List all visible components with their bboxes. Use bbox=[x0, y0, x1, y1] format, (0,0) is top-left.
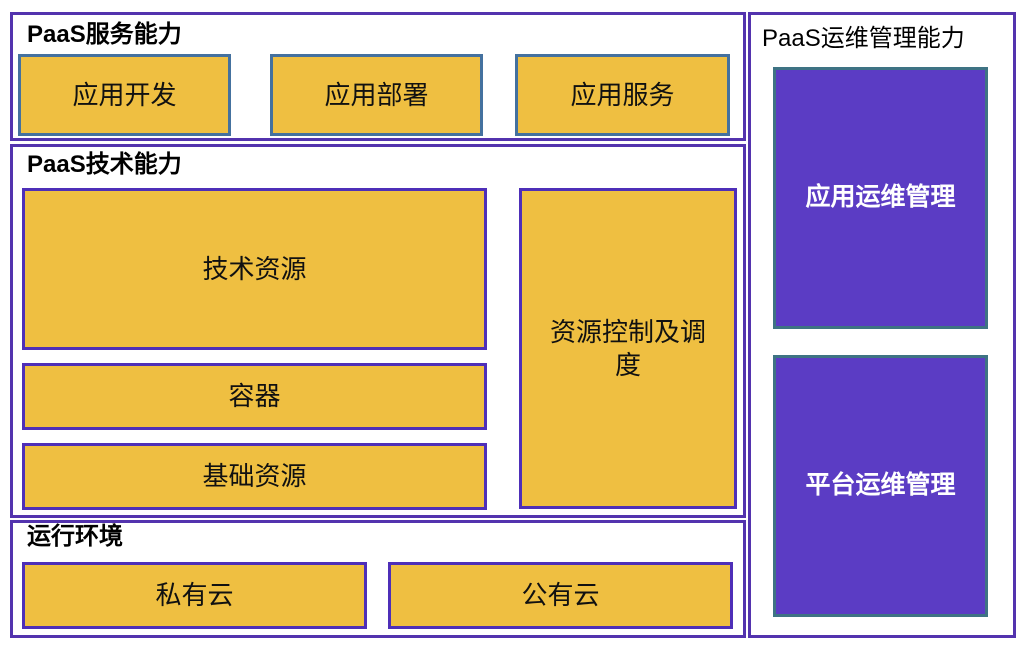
box-app-deployment: 应用部署 bbox=[270, 54, 483, 136]
section-title-paas-tech: PaaS技术能力 bbox=[27, 151, 182, 178]
box-tech-resource: 技术资源 bbox=[22, 188, 487, 350]
box-app-service: 应用服务 bbox=[515, 54, 730, 136]
box-private-cloud: 私有云 bbox=[22, 562, 367, 629]
box-container: 容器 bbox=[22, 363, 487, 430]
box-app-ops-management: 应用运维管理 bbox=[773, 67, 988, 329]
box-resource-control-scheduling: 资源控制及调度 bbox=[519, 188, 737, 509]
section-title-runtime: 运行环境 bbox=[27, 523, 123, 550]
box-base-resource: 基础资源 bbox=[22, 443, 487, 510]
section-title-paas-ops: PaaS运维管理能力 bbox=[762, 25, 965, 52]
box-public-cloud: 公有云 bbox=[388, 562, 733, 629]
box-app-development: 应用开发 bbox=[18, 54, 231, 136]
box-platform-ops-management: 平台运维管理 bbox=[773, 355, 988, 617]
section-title-paas-service: PaaS服务能力 bbox=[27, 21, 182, 48]
